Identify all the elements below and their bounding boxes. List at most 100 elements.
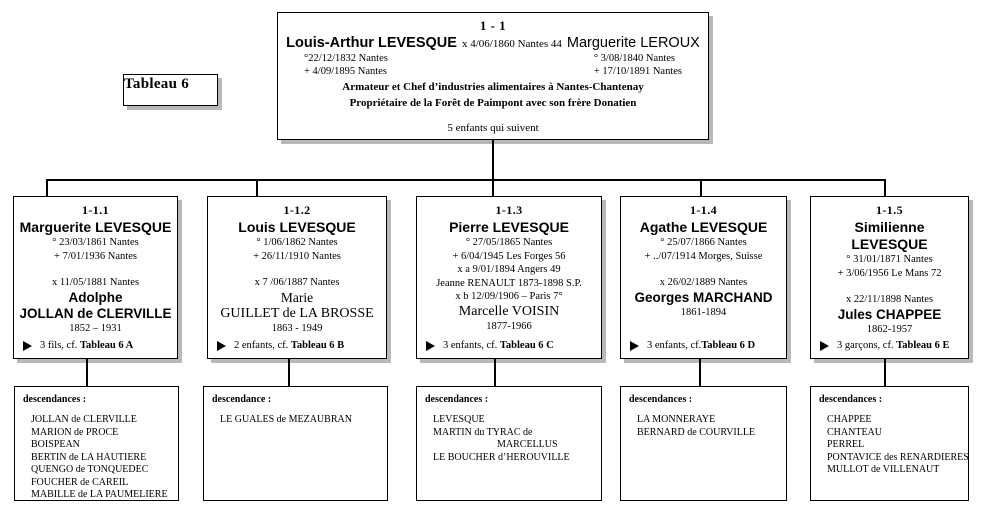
person-5-spouse-dates: 1862-1957: [866, 323, 913, 335]
tableau-label-box: Tableau 6: [123, 74, 218, 106]
person-3-birth: ° 27/05/1865 Nantes: [465, 237, 553, 248]
person-3-id: 1-1.3: [495, 203, 523, 217]
person-3-footer-prefix: 3 enfants, cf.: [443, 340, 500, 351]
person-5-spacer: [815, 280, 964, 293]
person-3-inner: 1-1.3 Pierre LEVESQUE ° 27/05/1865 Nante…: [417, 197, 601, 358]
person-4-footer-prefix: 3 enfants, cf.: [647, 340, 702, 351]
person-1-marriage: x 11/05/1881 Nantes: [51, 277, 140, 288]
connector-desc-5: [884, 358, 886, 387]
descendance-5-item-4: PONTAVICE des RENARDIERES: [827, 451, 969, 463]
person-2-footer-prefix: 2 enfants, cf.: [234, 340, 291, 351]
descendance-5-inner: descendances : CHAPPEE CHANTEAU PERREL P…: [811, 387, 969, 500]
person-box-2: 1-1.2 Louis LEVESQUE ° 1/06/1862 Nantes …: [207, 196, 387, 359]
person-4-birth: ° 25/07/1866 Nantes: [660, 237, 747, 248]
person-4-footer-text: 3 enfants, cf.Tableau 6 D: [647, 340, 755, 351]
descendance-4-item-2: BERNARD de COURVILLE: [637, 426, 756, 438]
descendance-1-item-5: QUENGO de TONQUEDEC: [31, 464, 149, 475]
person-2-spouse-given: Marie: [280, 289, 314, 305]
root-husband-dates: °22/12/1832 Nantes + 4/09/1895 Nantes: [304, 52, 388, 78]
person-1-footer-text: 3 fils, cf. Tableau 6 A: [40, 340, 133, 351]
descendance-5-item-1: CHAPPEE: [827, 414, 872, 425]
descendance-1-item-7: MABILLE de LA PAUMELIERE: [31, 489, 168, 500]
person-2-inner: 1-1.2 Louis LEVESQUE ° 1/06/1862 Nantes …: [208, 197, 386, 358]
person-box-1: 1-1.1 Marguerite LEVESQUE ° 23/03/1861 N…: [13, 196, 178, 359]
descendance-1-item-2: MARION de PROCE: [31, 426, 119, 438]
person-4-spouse-surname: Georges MARCHAND: [634, 289, 773, 305]
person-5-marriage: x 22/11/1898 Nantes: [845, 294, 934, 305]
person-4-spouse-dates: 1861-1894: [680, 306, 727, 318]
descendance-3-title: descendances :: [425, 394, 489, 405]
descendance-4-item-1: LA MONNERAYE: [637, 414, 716, 425]
person-box-4: 1-1.4 Agathe LEVESQUE ° 25/07/1866 Nante…: [620, 196, 787, 359]
person-2-footer-ref: Tableau 6 B: [290, 340, 345, 351]
person-2-name: Louis LEVESQUE: [238, 219, 356, 235]
descendance-4-title: descendances :: [629, 394, 693, 405]
root-couple-box: 1 - 1 Louis-Arthur LEVESQUE x 4/06/1860 …: [277, 12, 709, 140]
root-children-note: 5 enfants qui suivent: [447, 122, 539, 134]
root-note-line-1: Armateur et Chef d’industries alimentair…: [342, 81, 644, 93]
person-3-marriage-b: x b 12/09/1906 – Paris 7°: [455, 291, 563, 302]
root-couple-line: Louis-Arthur LEVESQUE x 4/06/1860 Nantes…: [278, 35, 708, 51]
descendance-4-inner: descendances : LA MONNERAYE BERNARD de C…: [621, 387, 786, 500]
connector-drop-child-5: [884, 179, 886, 197]
person-box-5: 1-1.5 Similienne LEVESQUE ° 31/01/1871 N…: [810, 196, 969, 359]
connector-desc-4: [699, 358, 701, 387]
person-3-spouse-surname: Marcelle VOISIN: [458, 303, 560, 319]
person-1-name: Marguerite LEVESQUE: [19, 219, 172, 235]
person-3-marriage-a: x a 9/01/1894 Angers 49: [457, 264, 561, 275]
person-5-footer-text: 3 garçons, cf. Tableau 6 E: [837, 340, 950, 351]
root-dates-row: °22/12/1832 Nantes + 4/09/1895 Nantes ° …: [278, 52, 708, 78]
arrow-right-icon: [426, 340, 435, 351]
root-id: 1 - 1: [479, 18, 507, 33]
person-5-name: Similienne LEVESQUE: [851, 219, 928, 252]
person-1-spouse-given: Adolphe: [68, 289, 123, 305]
person-5-footer-ref: Tableau 6 E: [896, 340, 950, 351]
person-5-footer: 3 garçons, cf. Tableau 6 E: [811, 340, 968, 351]
person-5-footer-prefix: 3 garçons, cf.: [837, 340, 897, 351]
connector-root-stem: [492, 140, 494, 180]
person-4-name: Agathe LEVESQUE: [639, 219, 768, 235]
person-1-death: + 7/01/1936 Nantes: [54, 250, 137, 262]
person-3-footer-ref: Tableau 6 C: [499, 340, 554, 351]
person-2-death: + 26/11/1910 Nantes: [253, 250, 341, 262]
person-1-inner: 1-1.1 Marguerite LEVESQUE ° 23/03/1861 N…: [14, 197, 177, 358]
connector-drop-child-3: [492, 179, 494, 197]
connector-desc-3: [494, 358, 496, 387]
descendance-3-item-2: MARTIN du TYRAC de: [433, 426, 533, 438]
person-5-death: + 3/06/1956 Le Mans 72: [837, 267, 942, 279]
descendance-box-4: descendances : LA MONNERAYE BERNARD de C…: [620, 386, 787, 501]
person-2-footer: 2 enfants, cf. Tableau 6 B: [208, 340, 386, 351]
root-husband-name: Louis-Arthur LEVESQUE: [286, 35, 457, 51]
descendance-5-item-3: PERREL: [827, 439, 865, 450]
descendance-2-title: descendance :: [212, 394, 272, 405]
descendance-1-item-3: BOISPEAN: [31, 439, 80, 450]
root-note-line-2: Propriétaire de la Forêt de Paimpont ave…: [349, 97, 637, 109]
person-2-spouse-surname: GUILLET de LA BROSSE: [220, 305, 374, 321]
descendance-5-item-2: CHANTEAU: [827, 426, 882, 438]
descendance-2-item-1: LE GUALES de MEZAUBRAN: [220, 414, 352, 425]
connector-desc-2: [288, 358, 290, 387]
person-2-id: 1-1.2: [283, 203, 311, 217]
descendance-box-1: descendances : JOLLAN de CLERVILLE MARIO…: [14, 386, 179, 501]
descendance-1-inner: descendances : JOLLAN de CLERVILLE MARIO…: [15, 387, 178, 500]
descendance-5-item-5: MULLOT de VILLENAUT: [827, 464, 940, 475]
connector-drop-child-1: [46, 179, 48, 197]
person-3-footer-text: 3 enfants, cf. Tableau 6 C: [443, 340, 554, 351]
root-couple-inner: 1 - 1 Louis-Arthur LEVESQUE x 4/06/1860 …: [278, 18, 708, 144]
arrow-right-icon: [820, 340, 829, 351]
arrow-right-icon: [630, 340, 639, 351]
root-wife-name: Marguerite LEROUX: [566, 35, 700, 51]
person-5-birth: ° 31/01/1871 Nantes: [846, 254, 933, 265]
person-4-marriage: x 26/02/1889 Nantes: [659, 277, 748, 288]
arrow-right-icon: [217, 340, 226, 351]
descendance-3-item-3: MARCELLUS: [497, 439, 558, 450]
person-1-id: 1-1.1: [82, 203, 109, 217]
person-4-death: + ../07/1914 Morges, Suisse: [644, 250, 763, 262]
person-1-footer-ref: Tableau 6 A: [79, 340, 134, 351]
person-4-footer: 3 enfants, cf.Tableau 6 D: [621, 340, 786, 351]
descendance-3-item-1: LEVESQUE: [433, 414, 485, 425]
descendance-3-item-4: LE BOUCHER d’HEROUVILLE: [433, 451, 570, 463]
person-3-death: + 6/04/1945 Les Forges 56: [452, 250, 566, 262]
person-4-id: 1-1.4: [690, 203, 717, 217]
